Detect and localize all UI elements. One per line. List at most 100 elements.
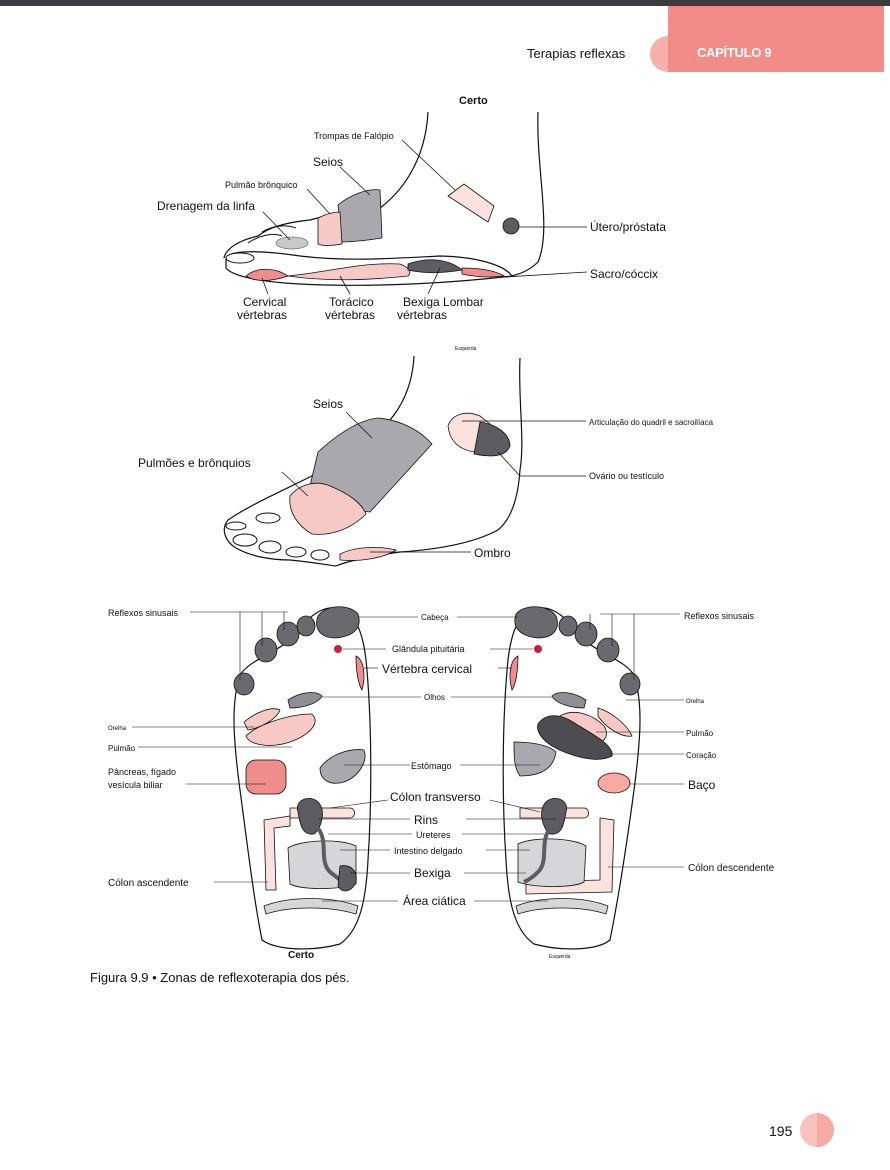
leader-line	[262, 211, 291, 241]
label-ascending: Cólon ascendente	[108, 878, 189, 889]
sciatic-zone	[515, 898, 609, 915]
leg-outline-front	[369, 111, 429, 216]
label-eyes: Olhos	[424, 693, 445, 702]
label-sciatic: Área ciática	[403, 893, 466, 908]
sole-right-title: Certo	[288, 950, 314, 961]
cervical-zone	[509, 655, 519, 691]
pituitary-dot	[534, 645, 542, 653]
top-bar	[0, 0, 890, 6]
spleen-zone	[597, 772, 631, 794]
sciatic-zone	[263, 898, 359, 915]
sole-left-title: Esquerda	[549, 954, 571, 960]
leader-line	[306, 188, 331, 215]
label-sinus-right: Reflexos sinusais	[684, 611, 755, 621]
label-lungs: Pulmões e brônquios	[138, 456, 251, 470]
toe-outline	[255, 512, 281, 524]
toe-outline	[285, 546, 307, 558]
ear-zone	[243, 708, 281, 731]
stomach-zone	[319, 749, 366, 784]
label-cervical-1: Cervical	[243, 295, 286, 309]
leader-line	[489, 799, 541, 813]
eyes-zone	[551, 692, 587, 709]
leader-line	[281, 471, 309, 497]
label-ear-right: Orelha	[686, 699, 705, 705]
ear-zone	[597, 707, 633, 737]
descending-colon-zone	[525, 817, 615, 895]
toe-sinus-zone	[254, 637, 278, 663]
uterus-zone	[502, 217, 520, 235]
bladder-zone	[337, 865, 357, 892]
toe-line	[261, 225, 297, 233]
chapter-label: CAPÍTULO 9	[697, 45, 772, 60]
label-pancreas-2: vesícula biliar	[108, 780, 163, 790]
middle-foot-view: Esquerda Seios Pulmões e brônquios Artic…	[138, 346, 714, 567]
label-sinus-middle: Seios	[313, 397, 343, 411]
label-heart: Coração	[686, 751, 717, 760]
label-sinus-top: Seios	[313, 155, 343, 169]
label-spleen: Baço	[688, 778, 716, 792]
figure-caption: Figura 9.9 • Zonas de reflexoterapia dos…	[90, 970, 350, 985]
leader-line	[345, 411, 373, 439]
label-ureters: Ureteres	[416, 830, 451, 840]
pituitary-dot	[334, 645, 342, 653]
leader-line	[339, 166, 371, 196]
leader-line	[339, 275, 351, 295]
toe-outline	[258, 540, 282, 554]
top-foot-view: Certo Trompas de Falópio Seios	[157, 95, 666, 322]
head-zone	[514, 606, 558, 639]
leader-line	[427, 267, 441, 295]
label-bladder: Bexiga	[414, 866, 451, 880]
label-hip: Articulação do quadril e sacroilíaca	[589, 418, 714, 427]
eyes-zone	[287, 692, 323, 709]
leader-line	[504, 271, 588, 278]
label-stomach: Estômago	[411, 761, 452, 771]
running-head: Terapias reflexas	[527, 46, 626, 61]
label-ovary: Ovário ou testículo	[589, 471, 664, 481]
sacrum-zone	[461, 267, 506, 278]
leader-line	[261, 277, 269, 295]
ascending-colon-zone	[263, 815, 291, 891]
lungs-zone	[289, 482, 367, 535]
toe-outline	[310, 549, 330, 561]
toe-sinus-zone	[558, 615, 578, 637]
leg-outline-front	[223, 355, 415, 549]
leader-line	[497, 451, 521, 477]
pancreas-zone	[245, 759, 287, 795]
toe-sinus-zone	[619, 672, 641, 696]
cervical-zone	[355, 655, 365, 691]
head-zone	[316, 606, 360, 639]
label-lymph: Drenagem da linfa	[157, 199, 255, 213]
lung-zone	[245, 713, 316, 746]
ureter-zone	[523, 824, 554, 884]
shoulder-zone	[339, 546, 397, 561]
toe-sinus-zone	[233, 672, 255, 696]
heart-zone	[537, 715, 613, 760]
label-kidneys: Rins	[414, 813, 438, 827]
top-view-title: Certo	[459, 95, 488, 107]
label-sinus-left: Reflexos sinusais	[108, 608, 179, 618]
label-pancreas-1: Pâncreas, fígado	[108, 767, 176, 777]
label-lumbar-1: Bexiga Lombar	[403, 295, 484, 309]
big-toe-nail	[225, 252, 255, 264]
toe-outline	[232, 533, 258, 547]
label-small-intestine: Intestino delgado	[394, 846, 463, 856]
label-transverse: Cólon transverso	[390, 790, 481, 804]
toe-sinus-zone	[574, 621, 598, 647]
page-number: 195	[769, 1123, 793, 1139]
label-lumbar-2: vértebras	[397, 308, 447, 322]
label-pituitary: Glândula pituitária	[392, 644, 465, 654]
label-lung-left: Pulmão	[108, 744, 136, 753]
label-sacrum: Sacro/cóccix	[590, 267, 658, 281]
label-descending: Cólon descendente	[688, 863, 775, 874]
middle-sole-outline	[235, 547, 337, 567]
leader-line	[329, 799, 389, 809]
toe-sinus-zone	[276, 621, 300, 647]
stomach-zone	[513, 741, 557, 777]
label-fallopian: Trompas de Falópio	[314, 131, 394, 141]
lung-bronchial-zone	[317, 211, 343, 246]
label-lung-bronchial: Pulmão brônquico	[225, 180, 298, 190]
middle-view-title: Esquerda	[455, 346, 477, 352]
label-cervical-sole: Vértebra cervical	[382, 662, 472, 676]
label-head: Cabeça	[421, 613, 449, 622]
